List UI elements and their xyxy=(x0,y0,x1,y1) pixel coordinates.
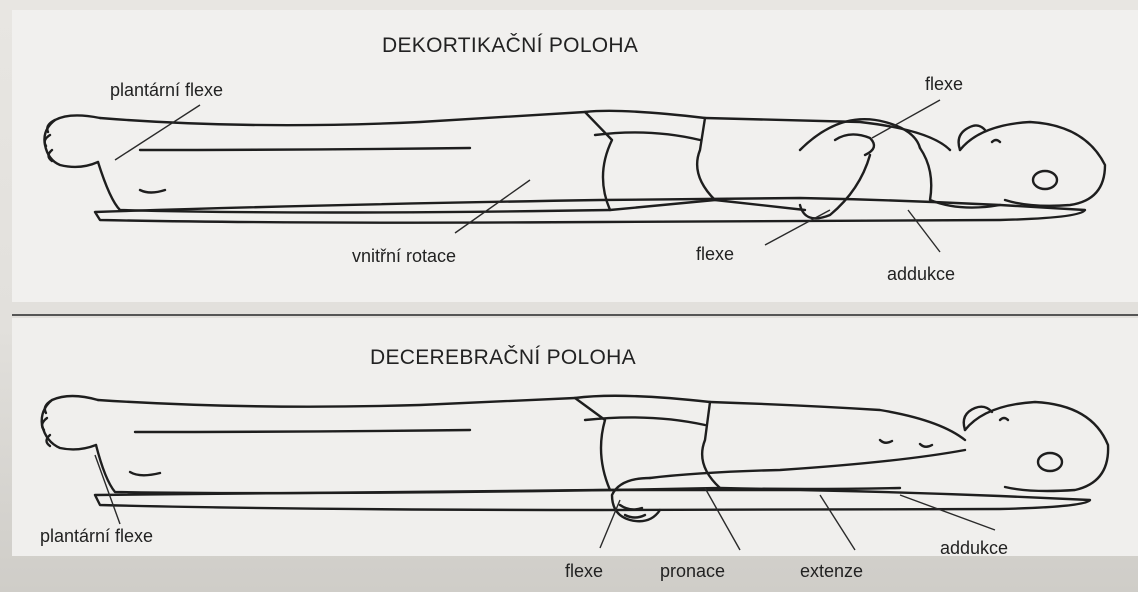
bottom-feet xyxy=(42,396,98,449)
label-bottom-plantar: plantární flexe xyxy=(40,526,153,547)
leader-bottom-extenze xyxy=(820,495,855,550)
top-ankle-mark xyxy=(140,190,165,193)
leader-top-vnitrni xyxy=(455,180,530,233)
bottom-ear xyxy=(1038,453,1062,471)
top-head xyxy=(960,122,1105,206)
top-shorts xyxy=(585,111,715,210)
leader-bottom-pronace xyxy=(705,488,740,550)
decorticate-title: DEKORTIKAČNÍ POLOHA xyxy=(382,34,638,58)
leader-bottom-plantar xyxy=(95,455,120,524)
bottom-knee-line xyxy=(135,430,470,432)
leader-top-flexe-lower xyxy=(765,210,830,245)
leader-bottom-addukce xyxy=(900,495,995,530)
top-shoulder xyxy=(920,148,1000,208)
bottom-shorts xyxy=(575,396,720,490)
top-ear xyxy=(1033,171,1057,189)
bottom-fingers xyxy=(620,505,645,518)
top-feet xyxy=(44,115,100,166)
label-top-flexe-lower: flexe xyxy=(696,244,734,265)
bottom-torso xyxy=(710,402,965,489)
bottom-face xyxy=(964,407,1008,430)
top-knee-line xyxy=(140,148,470,150)
label-bottom-pronace: pronace xyxy=(660,561,725,582)
label-top-vnitrni: vnitřní rotace xyxy=(352,246,456,267)
bottom-chest-marks xyxy=(880,440,932,447)
leader-top-flexe-upper xyxy=(872,100,940,138)
leader-top-addukce xyxy=(908,210,940,252)
label-bottom-addukce: addukce xyxy=(940,538,1008,559)
bottom-arm xyxy=(650,450,965,478)
label-bottom-extenze: extenze xyxy=(800,561,863,582)
bottom-hand xyxy=(612,478,660,521)
decerebrate-figure xyxy=(42,396,1108,522)
bottom-ankle-mark xyxy=(130,472,160,475)
leader-top-plantar xyxy=(115,105,200,160)
decerebrate-title: DECEREBRAČNÍ POLOHA xyxy=(370,346,636,370)
label-bottom-flexe: flexe xyxy=(565,561,603,582)
bottom-legs-lower xyxy=(96,445,610,493)
top-torso xyxy=(705,118,950,210)
top-hand xyxy=(835,134,874,155)
bottom-legs-upper xyxy=(98,398,575,407)
leader-lines xyxy=(95,100,995,550)
label-top-flexe-upper: flexe xyxy=(925,74,963,95)
top-forearm xyxy=(800,155,870,218)
label-top-plantar: plantární flexe xyxy=(110,80,223,101)
bottom-head xyxy=(965,402,1108,491)
decorticate-figure xyxy=(44,111,1105,223)
label-top-addukce: addukce xyxy=(887,264,955,285)
leader-bottom-flexe xyxy=(600,500,620,548)
